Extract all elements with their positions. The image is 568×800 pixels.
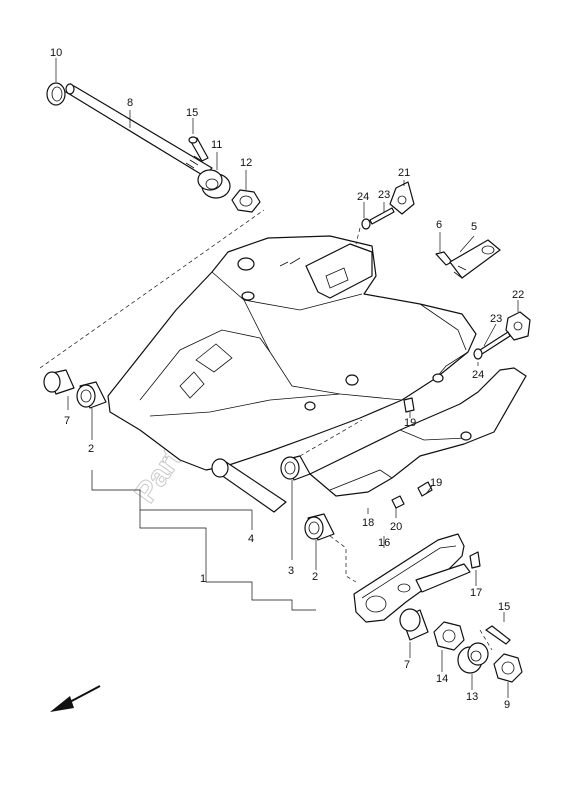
part-12-nut[interactable] — [231, 189, 261, 213]
part-7-collar-left[interactable] — [43, 369, 75, 395]
callout-17: 17 — [470, 587, 482, 599]
callout-2-left: 2 — [88, 443, 94, 455]
callout-8: 8 — [127, 97, 133, 109]
callout-19-lower: 19 — [430, 477, 442, 489]
part-18-chain-guard[interactable] — [309, 367, 527, 497]
callout-7-left: 7 — [64, 415, 70, 427]
callout-11: 11 — [211, 139, 222, 151]
part-13-adjuster[interactable] — [457, 642, 489, 674]
part-19-bolt-lower[interactable] — [417, 481, 433, 497]
part-23-bolt-upper[interactable] — [369, 207, 395, 225]
part-21-block[interactable] — [389, 181, 415, 215]
part-10-seal[interactable] — [46, 82, 66, 106]
part-11-adjuster[interactable] — [197, 169, 231, 199]
callout-labels: 10 8 15 11 12 21 24 23 6 5 22 23 24 19 1… — [50, 47, 524, 711]
part-15-bolt-upper[interactable] — [188, 136, 209, 162]
callout-19-upper: 19 — [404, 417, 416, 429]
part-20-bolt[interactable] — [391, 495, 405, 509]
front-direction-arrow-icon — [50, 685, 101, 712]
part-7-collar-lower[interactable] — [399, 608, 429, 641]
callout-7-lower: 7 — [404, 659, 410, 671]
callout-24-upper: 24 — [357, 191, 369, 203]
part-5-plate[interactable] — [449, 239, 501, 279]
callout-3: 3 — [288, 565, 294, 577]
callout-12: 12 — [240, 157, 252, 169]
leader-lines — [39, 58, 519, 698]
part-2-bearing-right[interactable] — [304, 513, 335, 541]
part-16-chain-slider[interactable] — [353, 533, 471, 623]
callout-9: 9 — [504, 699, 510, 711]
part-14-nut[interactable] — [433, 621, 465, 651]
part-24-washer-lower[interactable] — [473, 348, 483, 360]
callout-20: 20 — [390, 521, 402, 533]
callout-15-lower: 15 — [498, 601, 510, 613]
part-4-spacer[interactable] — [211, 458, 287, 513]
callout-5: 5 — [471, 221, 477, 233]
callout-14: 14 — [436, 673, 448, 685]
part-24-washer-upper[interactable] — [361, 218, 371, 230]
part-3-bearing[interactable] — [280, 455, 311, 481]
part-19-bolt-upper[interactable] — [403, 397, 415, 413]
callout-16: 16 — [378, 537, 390, 549]
callout-13: 13 — [466, 691, 478, 703]
part-9-nut[interactable] — [493, 653, 523, 683]
callout-10: 10 — [50, 47, 62, 59]
part-chain-guard-bracket[interactable] — [305, 243, 373, 299]
callout-4: 4 — [248, 533, 254, 545]
part-8-pivot-shaft[interactable] — [65, 83, 213, 177]
callout-6: 6 — [436, 219, 442, 231]
callout-23-upper: 23 — [378, 189, 390, 201]
part-17-screw[interactable] — [469, 551, 481, 569]
callout-23-lower: 23 — [490, 313, 502, 325]
part-23-bolt-lower[interactable] — [479, 331, 511, 355]
callout-18: 18 — [362, 517, 374, 529]
callout-22: 22 — [512, 289, 524, 301]
callout-1: 1 — [200, 573, 206, 585]
part-1-swingarm[interactable] — [107, 235, 477, 471]
part-22-block[interactable] — [505, 311, 531, 341]
part-2-bearing-left[interactable] — [76, 381, 107, 409]
part-6-screw[interactable] — [435, 251, 453, 266]
callout-21: 21 — [398, 167, 410, 179]
callout-15-upper: 15 — [186, 107, 198, 119]
part-15-bolt-lower[interactable] — [485, 625, 511, 645]
callout-24-lower: 24 — [472, 369, 484, 381]
callout-2-right: 2 — [312, 571, 318, 583]
